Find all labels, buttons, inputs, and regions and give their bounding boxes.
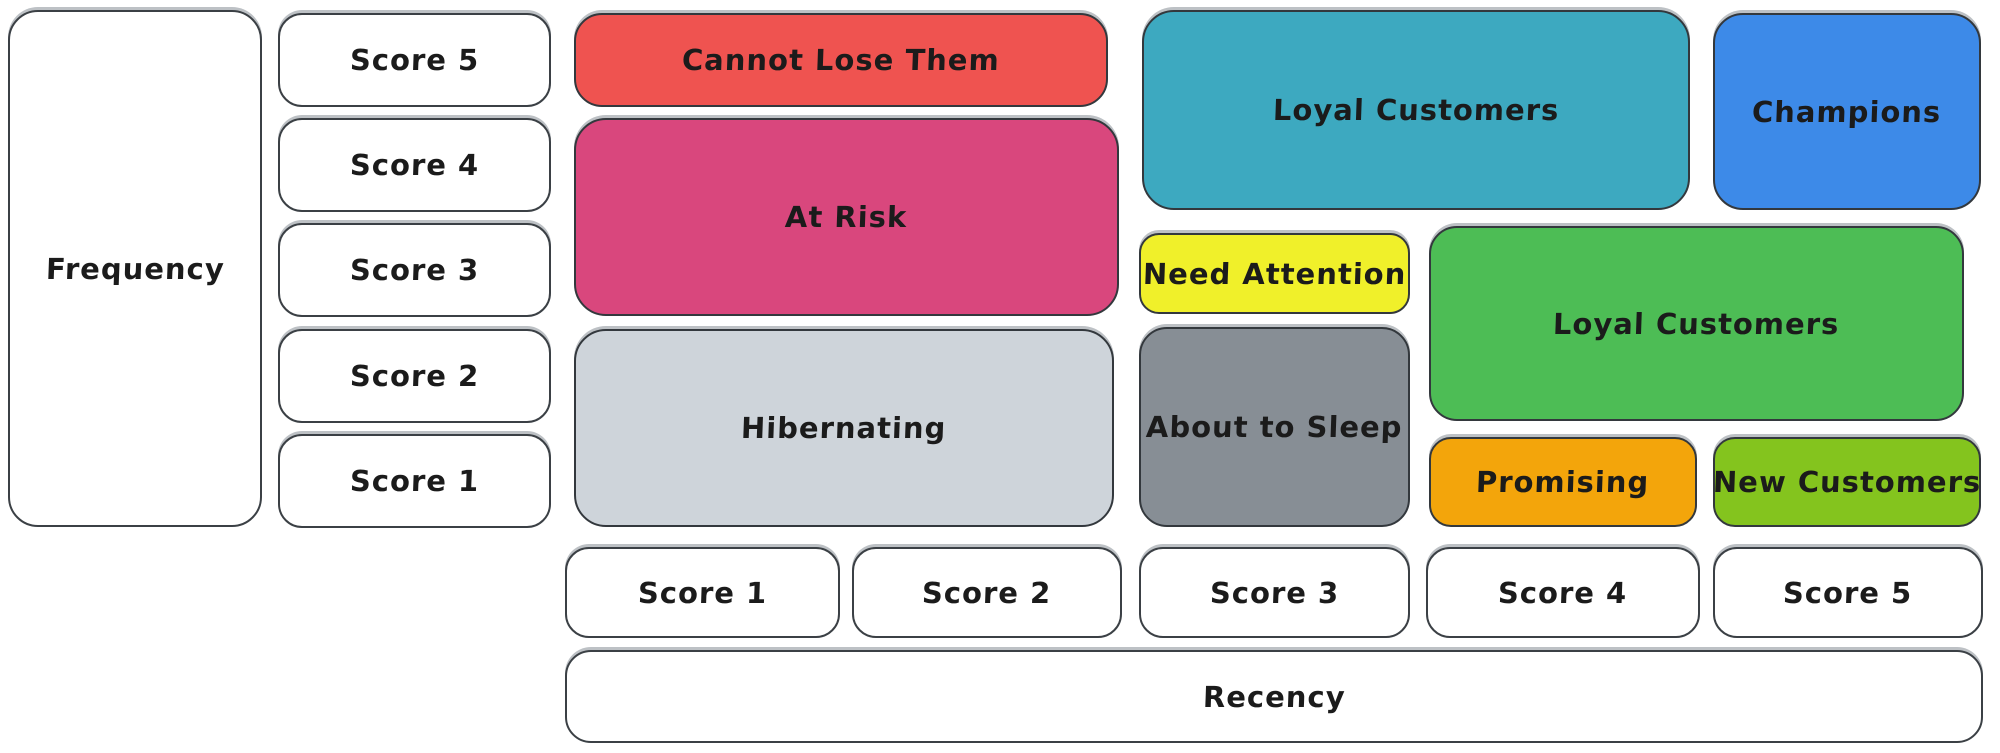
frequency-score-5-label: Score 5: [349, 43, 480, 77]
segment-about-to-sleep: About to Sleep: [1139, 327, 1410, 527]
frequency-axis-label: Frequency: [45, 251, 225, 286]
segment-cannot-lose-them: Cannot Lose Them: [574, 13, 1108, 107]
recency-score-4-box: Score 4: [1426, 547, 1700, 638]
segment-at-risk-label: At Risk: [784, 200, 909, 234]
frequency-score-4-box: Score 4: [278, 118, 551, 212]
recency-score-1-box: Score 1: [565, 547, 840, 638]
segment-new-customers-label: New Customers: [1712, 465, 1982, 499]
recency-score-2-box: Score 2: [852, 547, 1122, 638]
segment-hibernating: Hibernating: [574, 329, 1114, 527]
frequency-score-1-label: Score 1: [349, 464, 480, 498]
frequency-score-1-box: Score 1: [278, 434, 551, 528]
recency-score-5-label: Score 5: [1782, 575, 1914, 610]
frequency-score-3-label: Score 3: [349, 253, 480, 287]
segment-about-to-sleep-label: About to Sleep: [1145, 410, 1404, 444]
frequency-axis-box: Frequency: [8, 10, 262, 527]
frequency-score-2-label: Score 2: [349, 359, 480, 393]
frequency-score-3-box: Score 3: [278, 223, 551, 317]
recency-score-1-label: Score 1: [637, 575, 768, 610]
recency-score-3-label: Score 3: [1209, 575, 1340, 610]
segment-promising-label: Promising: [1475, 465, 1651, 499]
segment-loyal-customers-green-label: Loyal Customers: [1552, 306, 1841, 341]
segment-loyal-customers-teal-label: Loyal Customers: [1272, 93, 1560, 127]
frequency-score-2-box: Score 2: [278, 329, 551, 423]
frequency-score-4-label: Score 4: [349, 148, 480, 182]
segment-new-customers: New Customers: [1712, 437, 1982, 527]
segment-loyal-customers-teal: Loyal Customers: [1142, 10, 1690, 210]
segment-champions: Champions: [1713, 13, 1981, 210]
segment-champions-label: Champions: [1751, 94, 1943, 129]
segment-loyal-customers-green: Loyal Customers: [1429, 226, 1964, 421]
segment-cannot-lose-them-label: Cannot Lose Them: [681, 43, 1001, 77]
segment-need-attention-label: Need Attention: [1142, 256, 1407, 291]
frequency-score-5-box: Score 5: [278, 13, 551, 107]
recency-axis-label: Recency: [1202, 679, 1346, 714]
segment-hibernating-label: Hibernating: [740, 411, 948, 445]
recency-score-5-box: Score 5: [1713, 547, 1983, 638]
recency-score-3-box: Score 3: [1139, 547, 1410, 638]
recency-score-4-label: Score 4: [1497, 575, 1629, 610]
segment-need-attention: Need Attention: [1139, 233, 1410, 314]
recency-score-2-label: Score 2: [921, 575, 1053, 610]
recency-axis-box: Recency: [565, 650, 1983, 743]
segment-at-risk: At Risk: [574, 118, 1119, 316]
segment-promising: Promising: [1429, 437, 1697, 527]
